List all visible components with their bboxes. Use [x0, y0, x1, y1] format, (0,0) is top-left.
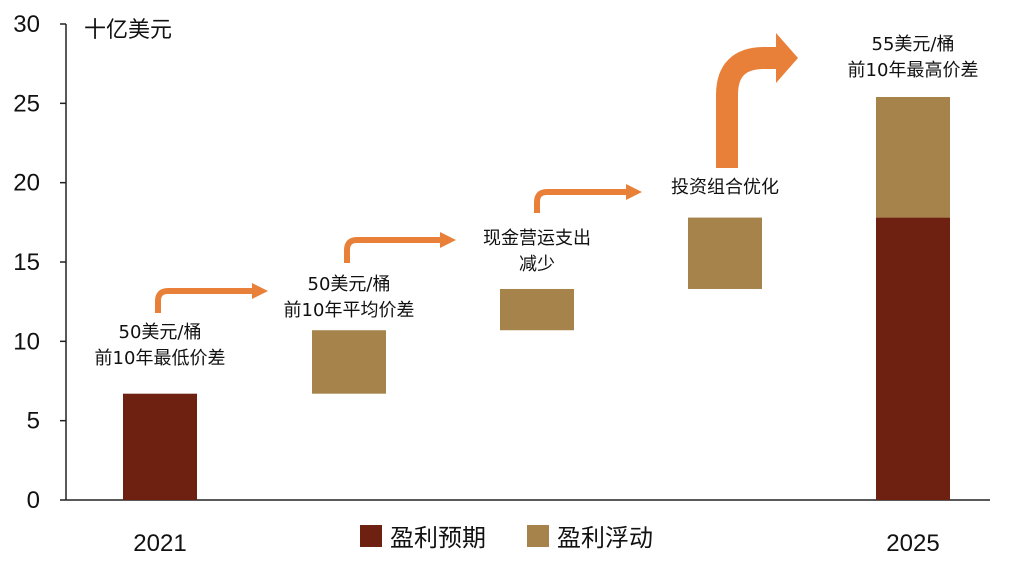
- legend-label-expected: 盈利预期: [390, 524, 486, 552]
- annotation-text: 前10年最低价差: [95, 348, 226, 369]
- unit-label: 十亿美元: [84, 18, 172, 43]
- y-tick-label: 5: [27, 408, 40, 435]
- bars: [123, 96, 950, 500]
- y-tick-label: 10: [13, 328, 40, 355]
- y-tick-label: 15: [13, 249, 40, 276]
- arrow-head: [252, 283, 268, 299]
- legend: 盈利预期 盈利浮动: [360, 524, 653, 552]
- legend-swatch-floating: [527, 525, 549, 547]
- annotation-text: 投资组合优化: [671, 177, 779, 198]
- big-arrow: [716, 47, 782, 168]
- bar-floating: [876, 96, 950, 218]
- legend-swatch-expected: [360, 525, 382, 547]
- arrows: [155, 33, 798, 313]
- bar-floating: [688, 217, 762, 289]
- annotation-text: 50美元/桶: [119, 322, 202, 343]
- arrow-head: [440, 232, 456, 248]
- big-arrow-head: [776, 33, 798, 83]
- y-tick-label: 25: [13, 90, 40, 117]
- x-tick-labels: 2021 2025: [133, 530, 939, 557]
- legend-label-floating: 盈利浮动: [557, 524, 653, 552]
- annotation-text: 55美元/桶: [872, 34, 955, 55]
- bar-floating: [312, 330, 386, 394]
- annotation-text: 前10年最高价差: [848, 60, 979, 81]
- annotations: 50美元/桶前10年最低价差50美元/桶前10年平均价差现金营运支出减少投资组合…: [95, 34, 979, 369]
- arrow-head: [626, 184, 642, 200]
- annotation-text: 50美元/桶: [308, 274, 391, 295]
- bar-floating: [500, 288, 574, 331]
- x-tick-label: 2021: [133, 530, 186, 557]
- axes: [60, 23, 990, 501]
- y-tick-labels: 0 5 10 15 20 25 30: [13, 11, 40, 514]
- bar-expected: [876, 217, 950, 500]
- y-tick-label: 0: [27, 487, 40, 514]
- x-tick-label: 2025: [886, 530, 939, 557]
- annotation-text: 减少: [519, 254, 555, 275]
- step-arrow: [155, 288, 254, 313]
- y-tick-label: 30: [13, 11, 40, 38]
- annotation-text: 前10年平均价差: [284, 300, 415, 321]
- step-arrow: [344, 237, 442, 263]
- bar-expected: [123, 393, 197, 500]
- y-tick-label: 20: [13, 170, 40, 197]
- annotation-text: 现金营运支出: [483, 228, 591, 249]
- step-arrow: [534, 189, 628, 213]
